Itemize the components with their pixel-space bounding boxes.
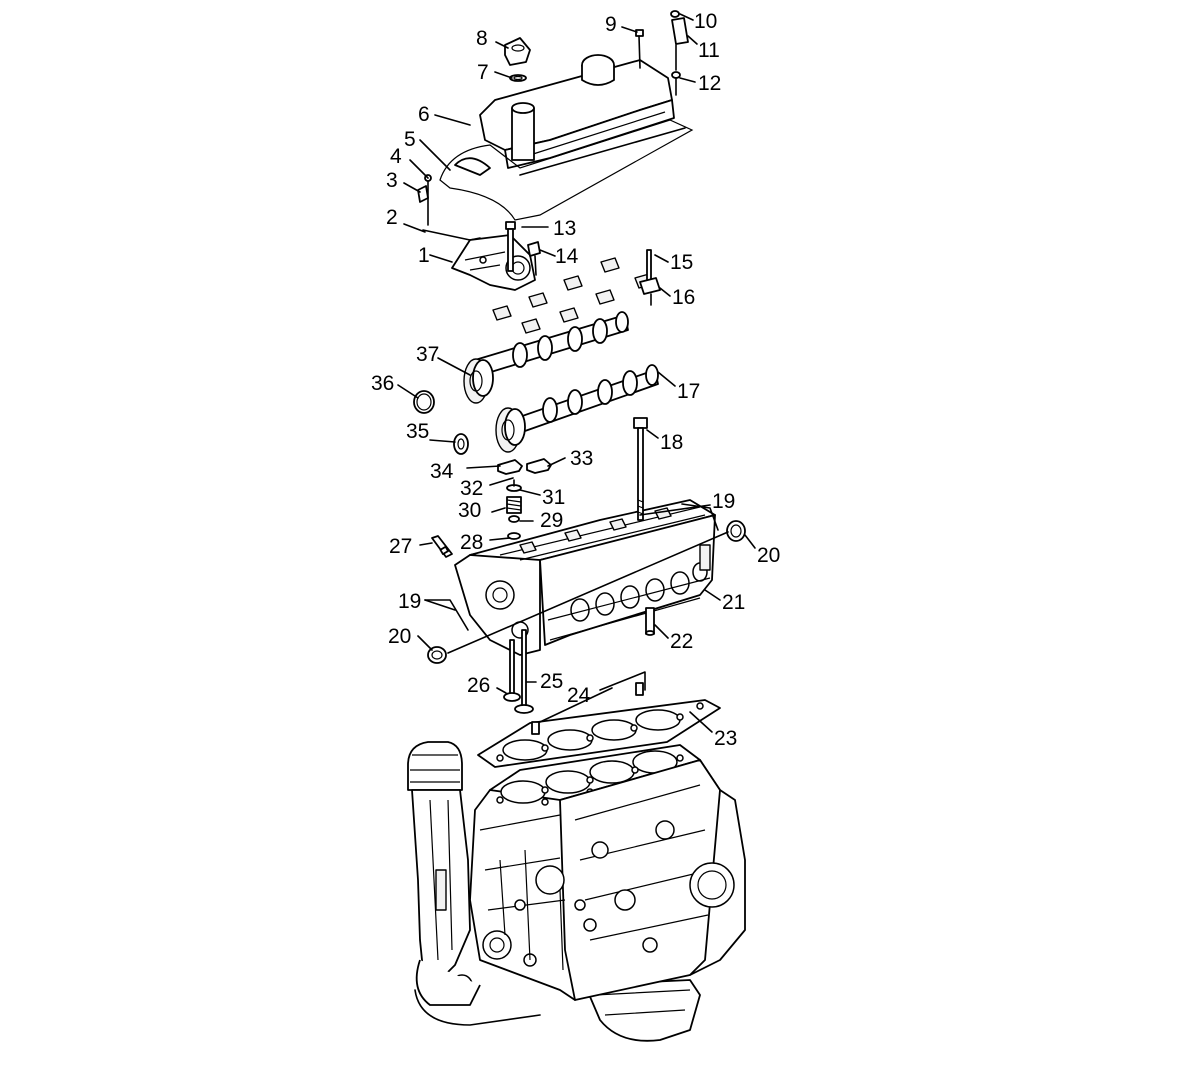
intake-camshaft	[495, 364, 659, 453]
callout-21: 21	[722, 591, 745, 614]
head-gasket	[477, 699, 721, 768]
callout-34: 34	[430, 460, 454, 483]
callout-12: 12	[698, 72, 721, 95]
callout-7: 7	[477, 61, 489, 84]
callout-19a: 19	[712, 490, 735, 513]
callout-9: 9	[605, 13, 617, 36]
exhaust-camshaft	[463, 311, 629, 404]
callout-11: 11	[698, 39, 720, 62]
callout-8: 8	[476, 27, 488, 50]
oil-filler-cap	[504, 37, 531, 82]
callout-33: 33	[570, 447, 593, 470]
engine-block	[469, 744, 746, 1042]
valve-cover	[439, 54, 694, 221]
oil-filter-housing	[407, 741, 541, 1026]
callout-18: 18	[660, 431, 683, 454]
callout-17: 17	[677, 380, 700, 403]
callout-4: 4	[390, 145, 402, 168]
callout-35: 35	[406, 420, 429, 443]
callout-10: 10	[694, 10, 717, 33]
cylinder-head	[454, 499, 716, 656]
callout-16: 16	[672, 286, 695, 309]
callout-14: 14	[555, 245, 579, 268]
leader-lines	[397, 13, 756, 733]
callout-29: 29	[540, 509, 563, 532]
stud-bracket	[639, 249, 661, 306]
bolts-13-14	[505, 221, 541, 276]
callout-6: 6	[418, 103, 430, 126]
expansion-plug-right	[726, 520, 746, 542]
callout-5: 5	[404, 128, 416, 151]
callout-20a: 20	[757, 544, 780, 567]
callout-30: 30	[458, 499, 481, 522]
dowel-22	[645, 607, 655, 636]
callout-22: 22	[670, 630, 693, 653]
callout-27: 27	[389, 535, 412, 558]
bolt-9	[635, 29, 644, 69]
glow-plug	[431, 535, 453, 558]
callout-36: 36	[371, 372, 394, 395]
valve-spring-parts	[506, 479, 522, 540]
callout-26: 26	[467, 674, 490, 697]
callout-23: 23	[714, 727, 737, 750]
callout-2: 2	[386, 206, 398, 229]
callout-13: 13	[553, 217, 576, 240]
small-fasteners	[417, 174, 481, 241]
rocker-arms	[497, 458, 552, 475]
callout-32: 32	[460, 477, 483, 500]
callout-19b: 19	[398, 590, 421, 613]
callout-31: 31	[542, 486, 565, 509]
callout-3: 3	[386, 169, 398, 192]
front-cover	[451, 234, 536, 291]
expansion-plug-left	[427, 646, 447, 664]
bracket-10-11-12	[670, 10, 689, 96]
camshaft-seal	[453, 433, 469, 455]
callout-numbers: 1 2 3 4 5 6 7 8 9 10 11 12 13 14 15 16 1…	[371, 10, 780, 750]
callout-15: 15	[670, 251, 693, 274]
dowel-pins	[531, 682, 644, 735]
callout-25: 25	[540, 670, 563, 693]
camshaft-oring	[413, 390, 435, 414]
head-bolt	[633, 417, 648, 521]
callout-20b: 20	[388, 625, 411, 648]
valves	[503, 629, 534, 714]
callout-37: 37	[416, 343, 439, 366]
callout-28: 28	[460, 531, 483, 554]
callout-1: 1	[418, 244, 430, 267]
callout-24: 24	[567, 684, 591, 707]
